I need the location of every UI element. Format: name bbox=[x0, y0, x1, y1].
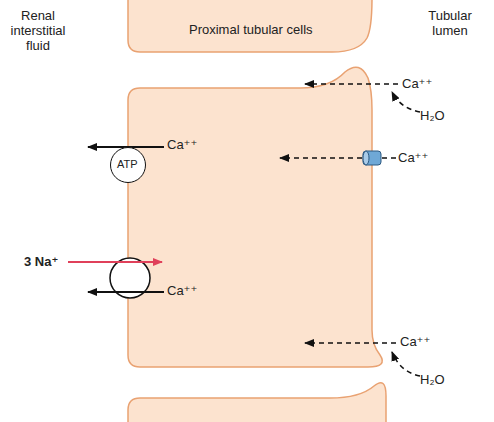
ion-label: Ca⁺⁺ bbox=[400, 334, 430, 349]
atp-pump-circle: ATP bbox=[110, 147, 146, 183]
ion-label: Ca⁺⁺ bbox=[167, 137, 197, 152]
diffusion-arrow bbox=[305, 342, 396, 344]
ion-label: 3 Na⁺ bbox=[24, 254, 58, 269]
water-label: H₂O bbox=[420, 108, 445, 123]
region-label: Tubular lumen bbox=[412, 8, 488, 38]
diffusion-arrow bbox=[280, 157, 362, 159]
exchange-arrow bbox=[88, 291, 164, 293]
diffusion-arrow bbox=[382, 157, 396, 159]
tubular-cell bbox=[128, 67, 382, 367]
water-flow-arrow bbox=[392, 352, 420, 376]
sodium-arrow bbox=[68, 261, 162, 263]
calcium-channel bbox=[363, 151, 369, 165]
water-flow-arrow bbox=[392, 92, 420, 112]
node-text: Proximal tubular cells bbox=[189, 22, 313, 37]
tubular-cell: Proximal tubular cells bbox=[127, 0, 375, 56]
node-text: ATP bbox=[117, 157, 138, 172]
tubular-cell bbox=[128, 0, 372, 52]
ion-label: Ca⁺⁺ bbox=[402, 76, 432, 91]
region-label: Renal interstitial fluid bbox=[1, 8, 75, 53]
diffusion-arrow bbox=[305, 83, 398, 85]
calcium-channel bbox=[363, 151, 381, 165]
tubular-cell bbox=[128, 383, 386, 422]
ion-label: Ca⁺⁺ bbox=[167, 283, 197, 298]
water-label: H₂O bbox=[420, 372, 445, 387]
ion-label: Ca⁺⁺ bbox=[398, 150, 428, 165]
